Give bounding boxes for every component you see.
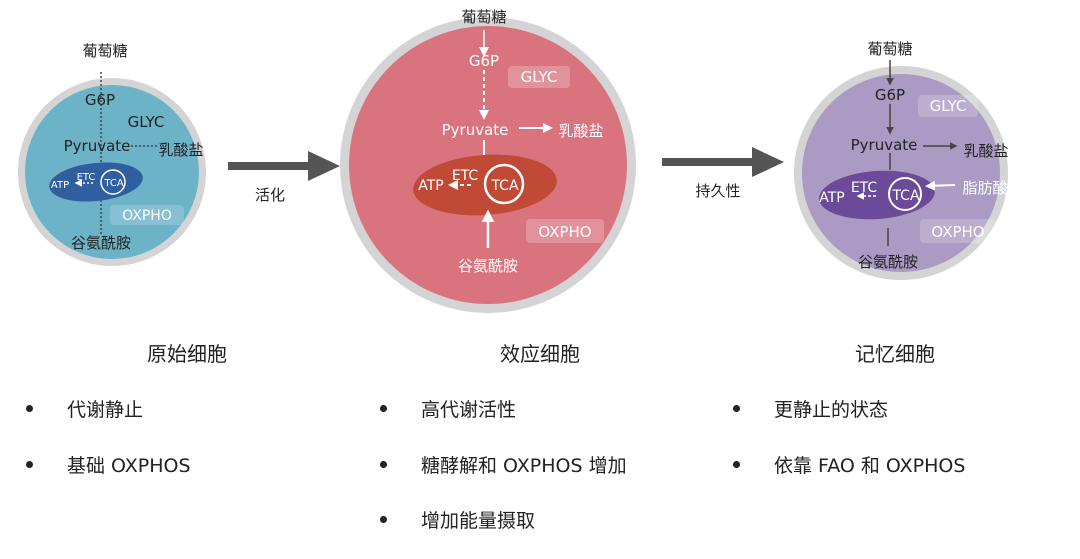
effector-tca-cycle: [483, 163, 525, 205]
memory-atp-label: ATP: [819, 190, 844, 206]
naive-atp-label: ATP: [51, 180, 69, 191]
list-item: 糖酵解和 OXPHOS 增加: [380, 451, 627, 478]
persistence-arrow: [662, 147, 784, 177]
bullet-dot-icon: [26, 461, 33, 468]
list-item: 高代谢活性: [380, 395, 516, 422]
memory-fatty-acid-arrow: [925, 180, 956, 191]
bullet-text: 代谢静止: [67, 399, 144, 421]
naive-tca-cycle: [100, 169, 126, 195]
memory-etc-label: ETC: [851, 180, 878, 196]
memory-mitochondrion: [819, 170, 935, 220]
bullet-dot-icon: [733, 405, 740, 412]
memory-tca-cycle: [888, 177, 922, 211]
effector-g6p-label: G6P: [469, 52, 499, 70]
bullet-dot-icon: [380, 461, 387, 468]
effector-atp-label: ATP: [418, 178, 443, 194]
memory-tca-label: TCA: [891, 188, 920, 204]
memory-glyc-box: [918, 95, 978, 117]
effector-oxpho-label: OXPHO: [538, 223, 591, 241]
memory-g6p-label: G6P: [875, 86, 905, 104]
bullet-dot-icon: [380, 405, 387, 412]
memory-oxpho-box: [920, 219, 996, 243]
memory-glucose-label: 葡萄糖: [867, 40, 912, 58]
bullet-dot-icon: [380, 516, 387, 523]
effector-lactate-label: 乳酸盐: [558, 122, 603, 140]
memory-cell: 葡萄糖 G6P GLYC Pyruvate 乳酸盐 ETC ATP TCA 脂肪…: [794, 40, 1009, 280]
list-item: 代谢静止: [26, 395, 143, 422]
naive-etc-label: ETC: [77, 172, 96, 183]
list-item: 依靠 FAO 和 OXPHOS: [733, 451, 965, 478]
effector-tca-label: TCA: [490, 178, 519, 194]
list-item: 更静止的状态: [733, 395, 888, 422]
bullet-text: 更静止的状态: [774, 399, 889, 421]
naive-g6p-label: G6P: [85, 91, 115, 109]
activation-arrow: [228, 151, 340, 181]
memory-lactate-label: 乳酸盐: [963, 142, 1008, 160]
memory-glyc-label: GLYC: [930, 97, 967, 115]
bullet-text: 依靠 FAO 和 OXPHOS: [774, 455, 966, 477]
bullet-text: 增加能量摄取: [421, 510, 536, 532]
effector-glucose-label: 葡萄糖: [461, 8, 506, 26]
memory-oxpho-label: OXPHO: [931, 223, 984, 241]
memory-cell-title: 记忆细胞: [855, 342, 935, 366]
effector-cell-title: 效应细胞: [500, 342, 580, 366]
naive-oxpho-box: [110, 205, 184, 225]
effector-glyc-box: [508, 66, 570, 88]
naive-glutamine-label: 谷氨酰胺: [71, 234, 131, 252]
bullet-text: 高代谢活性: [421, 399, 517, 421]
naive-glyc-label: GLYC: [128, 113, 165, 131]
list-item: 基础 OXPHOS: [26, 451, 191, 478]
effector-glutamine-label: 谷氨酰胺: [458, 257, 518, 275]
naive-glucose-label: 葡萄糖: [82, 42, 127, 60]
list-item: 增加能量摄取: [380, 506, 535, 533]
activation-label: 活化: [255, 186, 285, 204]
effector-pyruvate-label: Pyruvate: [442, 121, 509, 139]
memory-glutamine-label: 谷氨酰胺: [858, 253, 918, 271]
naive-pyruvate-label: Pyruvate: [64, 137, 131, 155]
persistence-transition: 持久性: [662, 147, 784, 200]
effector-glyc-label: GLYC: [521, 68, 558, 86]
naive-cell: 葡萄糖 G6P GLYC Pyruvate 乳酸盐 ETC ATP TCA OX…: [18, 42, 206, 266]
effector-etc-label: ETC: [452, 168, 479, 184]
effector-cell: 葡萄糖 G6P GLYC Pyruvate 乳酸盐 ETC ATP TCA OX…: [340, 8, 636, 313]
effector-oxpho-box: [526, 219, 604, 243]
bullet-text: 基础 OXPHOS: [67, 455, 191, 477]
metabolism-diagram: 葡萄糖 G6P GLYC Pyruvate 乳酸盐 ETC ATP TCA OX…: [18, 8, 1009, 313]
bullet-text: 糖酵解和 OXPHOS 增加: [421, 455, 627, 477]
bullet-dot-icon: [733, 461, 740, 468]
memory-fatty-acid-label: 脂肪酸: [962, 179, 1007, 197]
persistence-label: 持久性: [695, 182, 740, 200]
naive-lactate-label: 乳酸盐: [158, 141, 203, 159]
naive-oxpho-label: OXPHO: [122, 208, 172, 224]
memory-pyruvate-label: Pyruvate: [851, 136, 918, 154]
naive-cell-title: 原始细胞: [147, 342, 227, 366]
naive-tca-label: TCA: [103, 178, 124, 189]
activation-transition: 活化: [228, 151, 340, 204]
bullet-dot-icon: [26, 405, 33, 412]
